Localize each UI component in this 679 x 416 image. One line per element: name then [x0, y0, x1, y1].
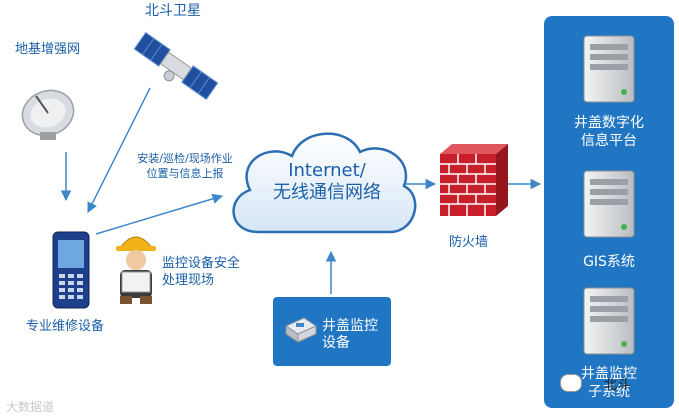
- sensor-label-line2: 设备: [322, 335, 350, 351]
- platform-label-line2: 信息平台: [581, 133, 637, 149]
- report-label: 安装/巡检/现场作业 位置与信息上报: [125, 151, 245, 181]
- subsystem-label-line1: 井盖监控: [581, 366, 637, 382]
- worker-icon: [116, 236, 156, 304]
- worker-label-line2: 处理现场: [162, 273, 215, 288]
- worker-label-line1: 监控设备安全: [162, 256, 241, 271]
- watermark: 大数据道: [6, 400, 55, 414]
- wechat-icon: [560, 374, 582, 392]
- cloud-label-line1: Internet/: [288, 160, 366, 181]
- worker-label: 监控设备安全 处理现场: [162, 255, 240, 289]
- server-icons: [583, 35, 635, 355]
- report-label-line1: 安装/巡检/现场作业: [137, 152, 233, 165]
- phone-device-icon: [52, 231, 90, 309]
- subsystem-label-line2: 子系统: [588, 384, 630, 400]
- firewall-icon: [440, 144, 508, 216]
- sensor-label: 井盖监控 设备: [322, 318, 378, 352]
- satellite-dish-icon: [21, 89, 75, 140]
- cloud-label-line2: 无线通信网络: [273, 182, 381, 203]
- subsystem-server-icon: [583, 287, 635, 355]
- satellite-icon: [133, 31, 219, 101]
- gis-server-icon: [583, 170, 635, 238]
- ground-network-label: 地基增强网: [15, 42, 81, 57]
- report-label-line2: 位置与信息上报: [146, 167, 224, 180]
- platform-label: 井盖数字化 信息平台: [544, 114, 674, 150]
- arrow-satellite-to-device: [87, 87, 151, 213]
- platform-label-line1: 井盖数字化: [574, 115, 644, 131]
- cloud-label: Internet/ 无线通信网络: [262, 160, 392, 204]
- platform-server-icon: [583, 35, 635, 103]
- satellite-label: 北斗卫星: [145, 3, 201, 19]
- wechat-account-label: 北斗: [604, 378, 631, 393]
- sensor-device-icon: [284, 317, 318, 343]
- internet-cloud: [232, 132, 417, 234]
- subsystem-label: 井盖监控 子系统: [544, 365, 674, 401]
- firewall-label: 防火墙: [449, 235, 489, 250]
- arrow-device-to-cloud: [95, 193, 224, 235]
- gis-label: GIS系统: [583, 254, 635, 270]
- sensor-label-line1: 井盖监控: [322, 318, 378, 334]
- device-label: 专业维修设备: [26, 319, 105, 334]
